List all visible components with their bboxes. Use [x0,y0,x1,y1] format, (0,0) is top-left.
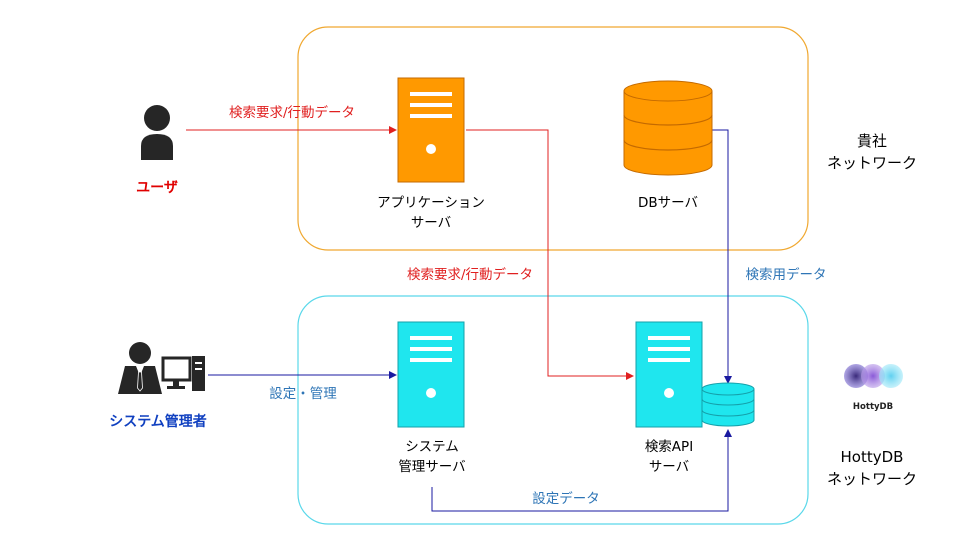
flow-label-db-to-api: 検索用データ [746,266,827,283]
server-icon [635,321,703,428]
search-api-label-line2: サーバ [649,459,689,475]
logo-text: HottyDB [853,402,893,412]
database-icon [701,382,755,427]
server-icon [397,321,465,428]
db-server-label: DBサーバ [638,195,698,211]
flow-label-user-to-app: 検索要求/行動データ [229,104,355,121]
flow-server-to-api [431,429,732,512]
flow-label-app-to-api: 検索要求/行動データ [407,266,533,283]
company-network-boundary [297,26,809,251]
server-icon [397,77,465,183]
hottydb-network-boundary [297,295,809,525]
search-api-label-line1: 検索API [645,439,693,455]
flow-db-to-api [712,129,732,384]
hottydb-network-label-line2: ネットワーク [827,470,917,488]
admin-with-computer-icon [118,342,205,394]
app-server-label-line1: アプリケーション [377,195,485,211]
flow-label-admin-to-server: 設定・管理 [269,386,337,402]
flow-label-server-to-api: 設定データ [532,490,600,507]
database-icon [623,80,713,176]
admin-label: システム管理者 [109,413,207,430]
hottydb-logo: HottyDB [844,364,903,412]
admin-server-label-line2: 管理サーバ [398,459,465,475]
company-network-label-line1: 貴社 [857,132,887,150]
flow-app-to-api [466,129,634,380]
hottydb-network-label-line1: HottyDB [841,448,904,466]
person-icon [141,105,173,160]
company-network-label-line2: ネットワーク [827,154,917,172]
app-server-label-line2: サーバ [411,215,451,231]
user-label: ユーザ [136,180,178,196]
admin-server-label-line1: システム [405,439,459,455]
